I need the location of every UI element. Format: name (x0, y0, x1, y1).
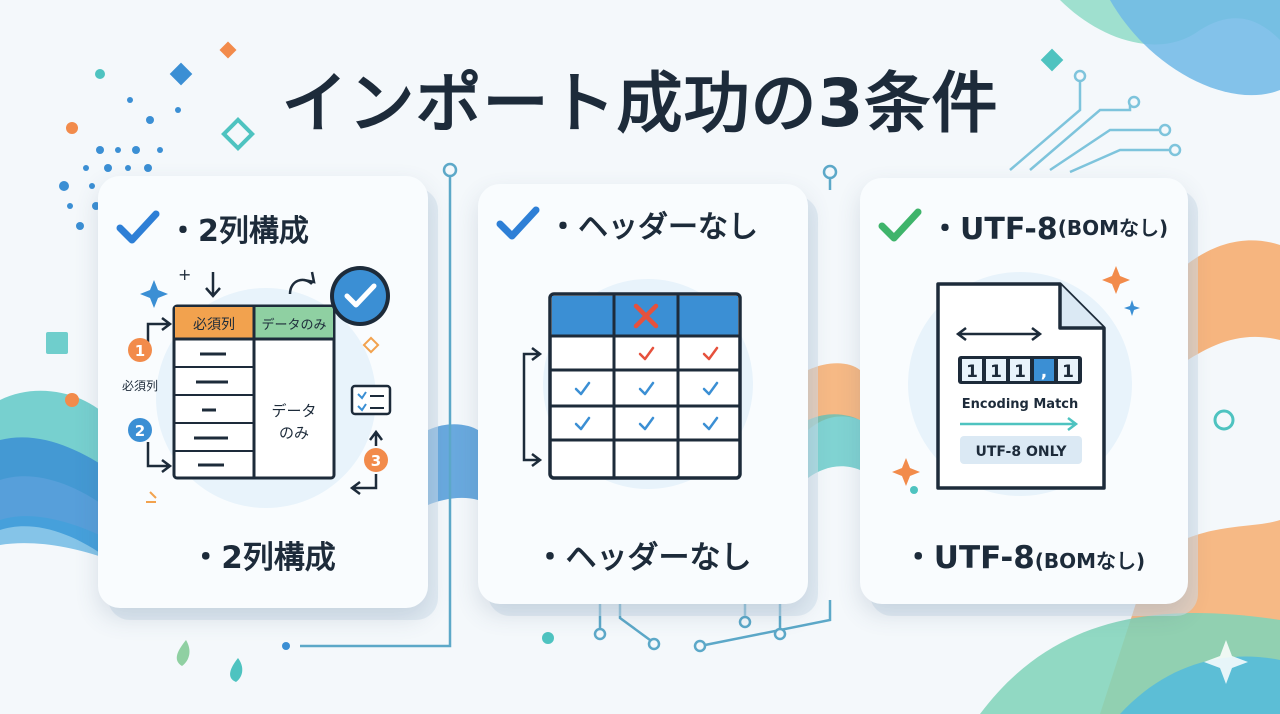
column-header-data-only: データのみ (261, 317, 326, 333)
side-label: 必須列 (122, 379, 158, 393)
utf8-only-badge (960, 436, 1082, 464)
heading-text: ・2列構成 (168, 214, 309, 249)
encoding-label: Encoding Match (962, 397, 1079, 412)
svg-text:1: 1 (135, 342, 145, 360)
check-mark (702, 416, 719, 431)
check-badge-icon (330, 266, 390, 326)
svg-text:+: + (178, 265, 191, 284)
sparkle-icon (140, 280, 168, 308)
card-footer: ・2列構成 (190, 540, 336, 576)
check-mark (638, 416, 655, 431)
step-1-marker (128, 338, 152, 362)
cell-label-line2: のみ (279, 424, 309, 442)
checklist-icon (350, 384, 392, 416)
condition-card-two-columns: ・2列構成 + (98, 176, 428, 608)
step-2-marker (128, 418, 152, 442)
byte-digits: 1 1 1 , 1 (958, 356, 1082, 384)
heading-text: ・UTF-8 (930, 212, 1058, 247)
check-mark (638, 346, 655, 361)
arrow-right-icon (146, 317, 173, 348)
column-header-required: 必須列 (193, 317, 235, 333)
heading-text: ・ヘッダーなし (548, 210, 758, 245)
header-less-table (548, 292, 742, 480)
card-footer: ・UTF-8(BOMなし) (860, 532, 1188, 577)
condition-card-no-header: ・ヘッダーなし (478, 184, 808, 604)
width-arrows-icon (955, 327, 1043, 341)
error-x-icon (633, 303, 659, 329)
footer-suffix: (BOMなし) (1034, 549, 1146, 573)
heading-suffix: (BOMなし) (1057, 215, 1169, 240)
check-mark (702, 346, 719, 361)
svg-text:1: 1 (1014, 362, 1026, 382)
svg-text:UTF-8 ONLY: UTF-8 ONLY (976, 444, 1068, 460)
svg-text:1: 1 (1062, 362, 1074, 382)
cell-label-line1: データ (271, 402, 316, 420)
checkmark-icon (496, 206, 540, 240)
two-column-illustration: + 必須列 データのみ デ (122, 265, 392, 508)
arrow-up-icon (369, 429, 383, 446)
svg-text:1: 1 (990, 362, 1002, 382)
svg-text:,: , (1041, 362, 1047, 382)
svg-text:3: 3 (371, 452, 381, 470)
bracket-arrow-icon (522, 347, 543, 467)
check-mark (574, 416, 591, 431)
checkmark-icon (878, 208, 922, 242)
swap-arrow-icon (288, 271, 316, 295)
svg-text:2: 2 (135, 422, 145, 440)
check-mark (638, 381, 655, 396)
check-mark (574, 381, 591, 396)
condition-card-utf8: ・UTF-8 (BOMなし) 1 1 1 , 1 Encoding Match … (860, 178, 1188, 604)
sparkle-icon (1102, 266, 1130, 294)
page-title: インポート成功の3条件 (281, 65, 999, 142)
svg-text:1: 1 (966, 362, 978, 382)
check-mark (702, 381, 719, 396)
card-heading: ・ヘッダーなし (496, 202, 758, 246)
footer-text: ・UTF-8 (902, 540, 1035, 576)
card-footer: ・ヘッダーなし (534, 540, 752, 576)
no-header-illustration (522, 279, 753, 489)
two-column-table: 必須列 データのみ データ のみ (172, 304, 336, 480)
step-3-marker (364, 448, 388, 472)
arrow-down-icon (205, 272, 221, 298)
arrow-left-icon (349, 474, 378, 495)
arrow-right-icon (146, 442, 173, 473)
checkmark-icon (116, 210, 160, 244)
card-heading: ・2列構成 (116, 206, 309, 250)
arrow-right-icon (960, 417, 1079, 431)
utf8-illustration: 1 1 1 , 1 Encoding Match UTF-8 ONLY (892, 266, 1140, 496)
card-heading: ・UTF-8 (BOMなし) (878, 204, 1168, 248)
